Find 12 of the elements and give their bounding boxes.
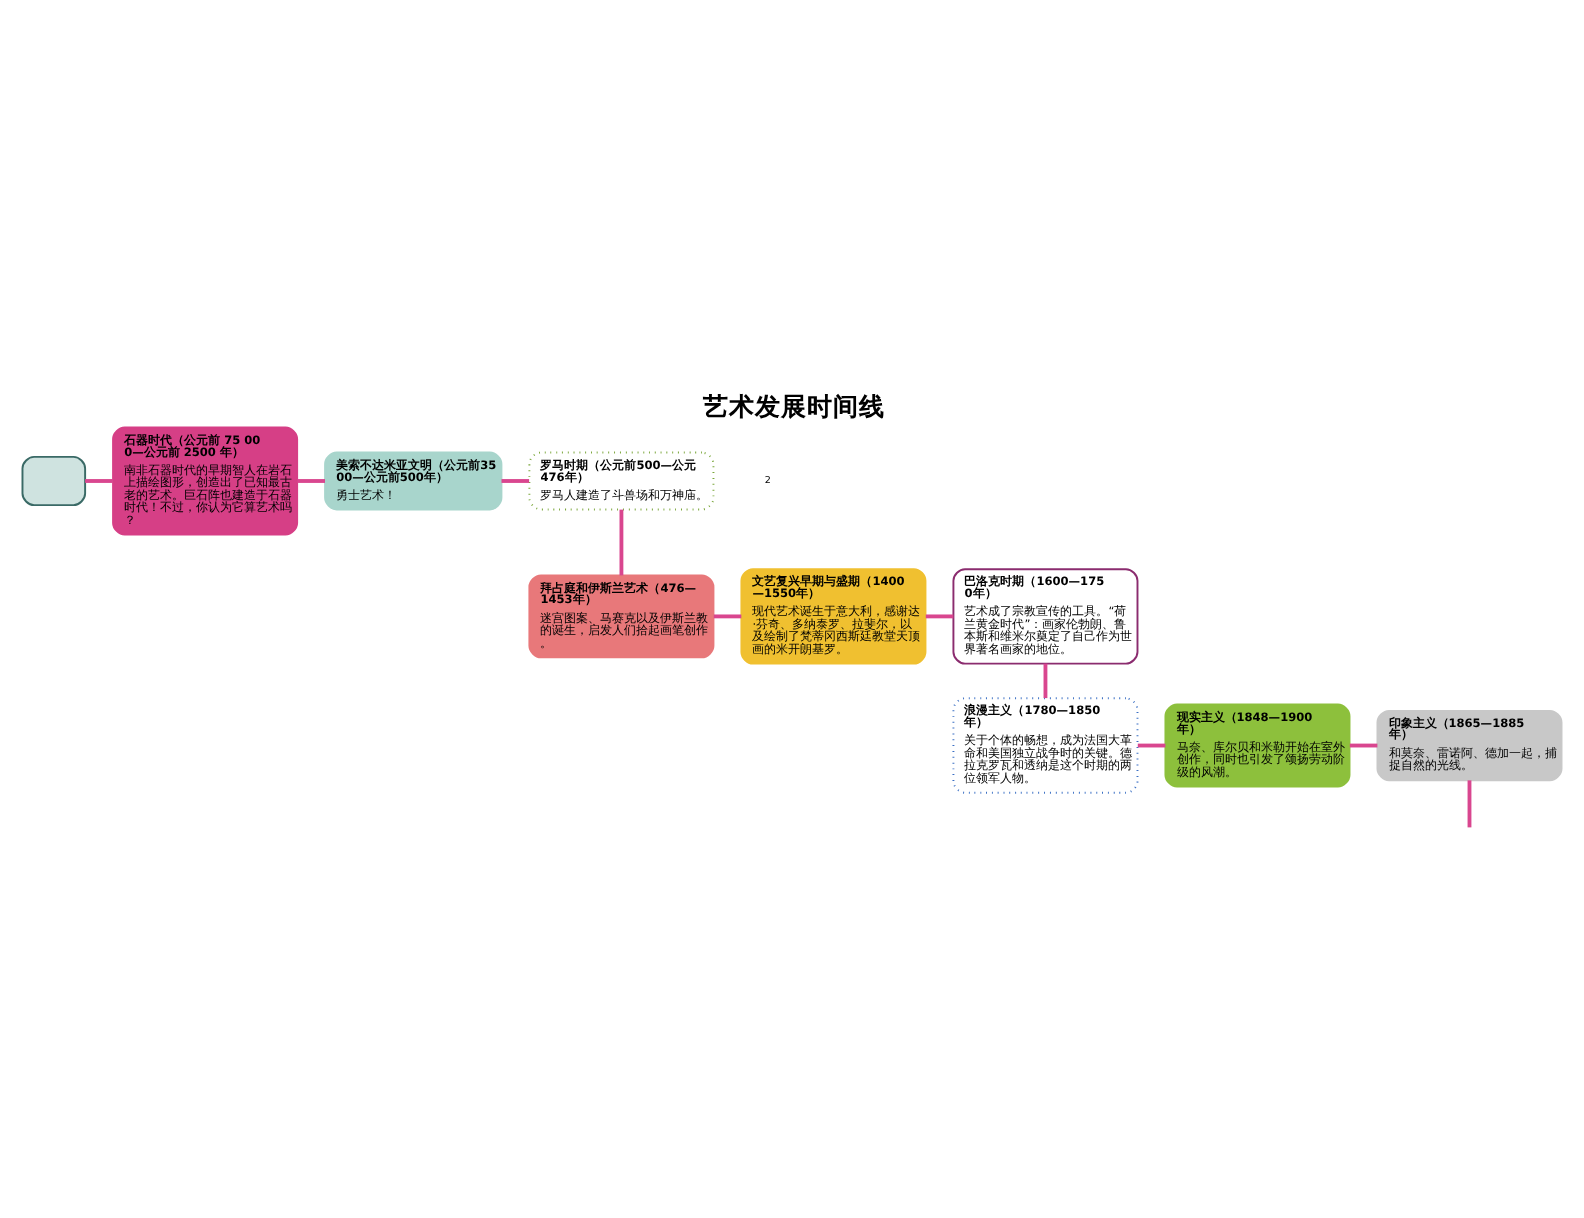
connector <box>1467 779 1472 827</box>
connector <box>297 478 325 482</box>
connector <box>1349 742 1378 747</box>
connector <box>501 478 530 482</box>
connector <box>1137 742 1166 747</box>
connector <box>619 508 624 575</box>
connector <box>713 613 742 618</box>
diagram-title: 艺术发展时间线 <box>703 389 886 420</box>
node-picture <box>21 454 87 506</box>
connector <box>1043 662 1048 698</box>
connector <box>925 613 954 618</box>
connector <box>85 478 113 482</box>
